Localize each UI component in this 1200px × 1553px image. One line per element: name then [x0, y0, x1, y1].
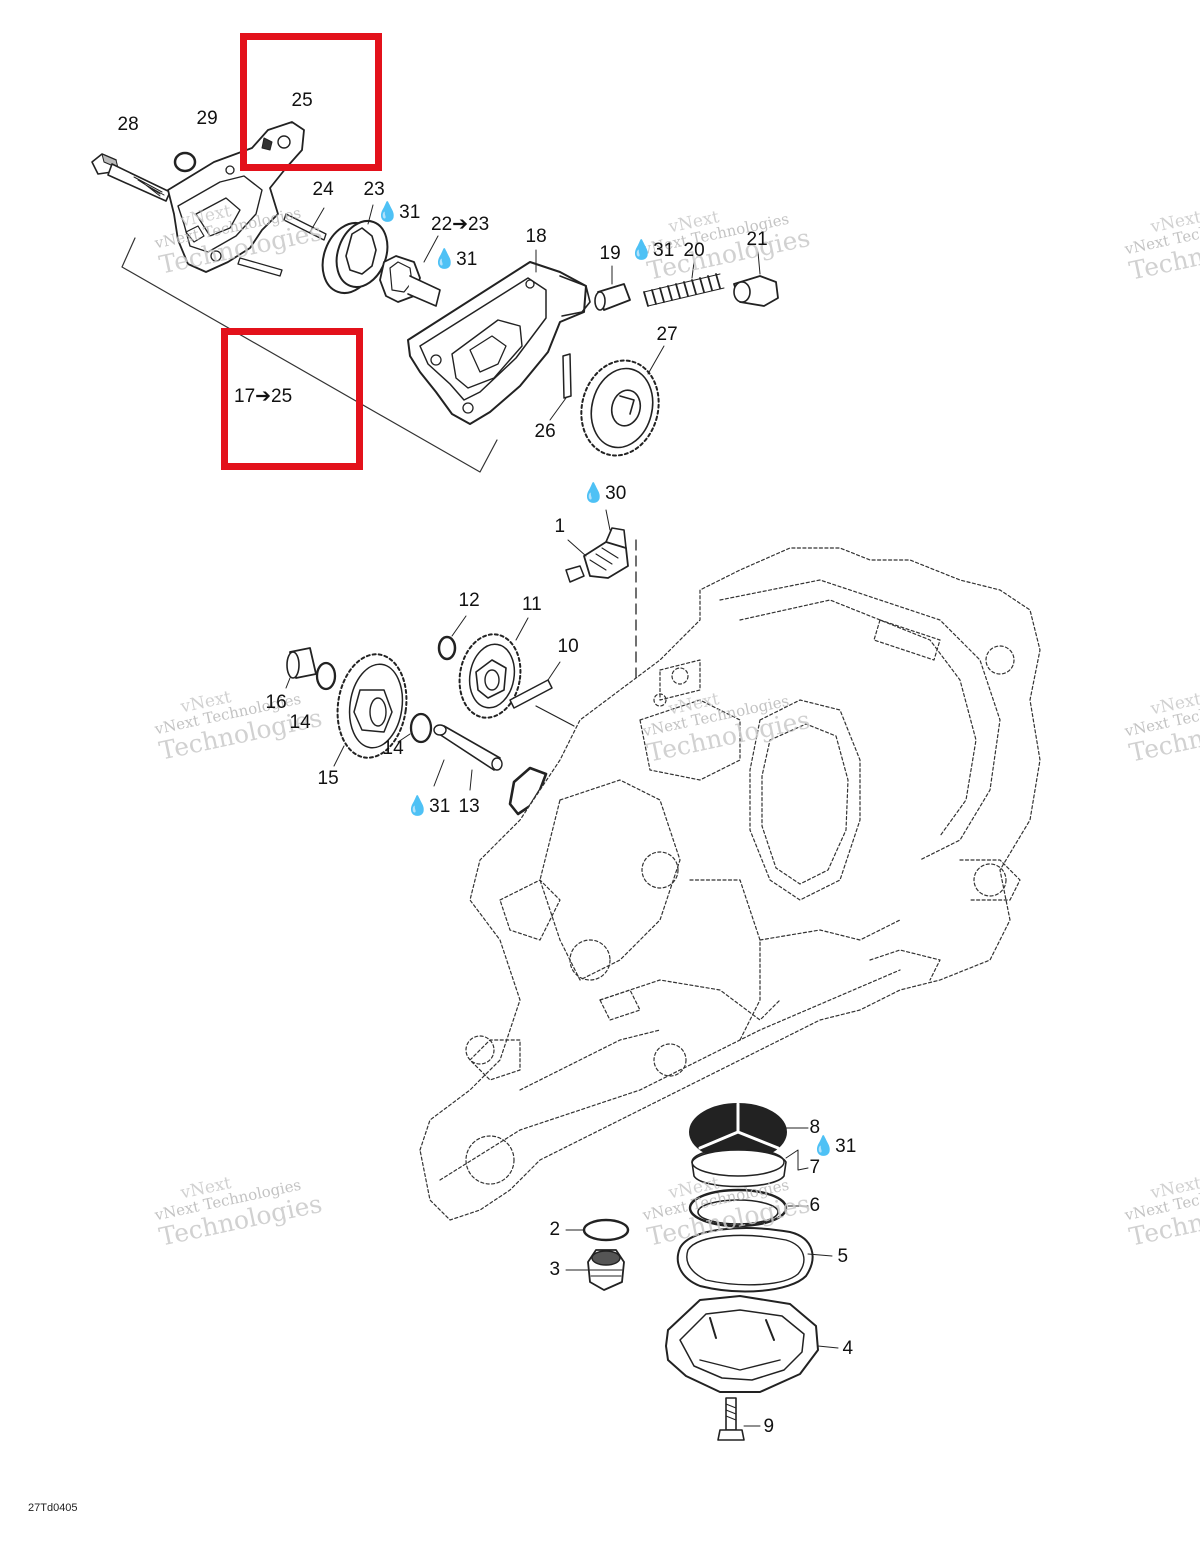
callout-label: 18: [525, 225, 547, 247]
bolt-9: [717, 1397, 761, 1441]
callout-label: 8: [809, 1116, 821, 1138]
callout-label: 3: [549, 1258, 561, 1280]
callout-label: 24: [312, 178, 334, 200]
spring-20: [643, 261, 725, 307]
callout-label: 💧31: [405, 795, 451, 817]
washer-2: [565, 1218, 630, 1242]
callout-label: 💧31: [432, 248, 478, 270]
callout-label: 26: [534, 420, 556, 442]
shaft-13: [433, 724, 503, 791]
callout-label: 16: [265, 691, 287, 713]
callout-label: 💧31: [811, 1135, 857, 1157]
strainer-8: [689, 1102, 809, 1161]
callout-label: 22➔23: [431, 213, 490, 235]
pin-10: [509, 679, 553, 709]
callout-label: 7: [809, 1156, 821, 1178]
callout-label: 10: [557, 635, 579, 657]
inner-rotor-22: [379, 235, 441, 307]
callout-label: 2: [549, 1218, 561, 1240]
callout-label: 9: [763, 1415, 775, 1437]
callout-label: 5: [837, 1245, 849, 1267]
gear-27: [580, 345, 665, 457]
gear-15: [333, 653, 408, 767]
callout-label: 6: [809, 1194, 821, 1216]
highlight-box-part-25: [240, 33, 382, 171]
washer-29: [173, 151, 197, 173]
drain-plug-3: [565, 1249, 625, 1291]
crankcase: [419, 547, 1041, 1221]
pin-26: [562, 353, 572, 399]
callout-label: 12: [458, 589, 480, 611]
callout-label: 29: [196, 107, 218, 129]
callout-label: 27: [656, 323, 678, 345]
callout-label: 14: [382, 737, 404, 759]
bolt-28: [91, 153, 171, 202]
seal-6: [688, 1188, 809, 1228]
callout-label: 1: [554, 515, 566, 537]
callout-label: 13: [458, 795, 480, 817]
drawing-code: 27Td0405: [28, 1502, 78, 1514]
gear-11: [458, 617, 529, 719]
pump-cover-25: [167, 121, 305, 273]
callout-label: 💧31: [375, 201, 421, 223]
callout-label: 28: [117, 113, 139, 135]
ring-7: [691, 1147, 809, 1188]
callout-label: 4: [842, 1337, 854, 1359]
callout-label: 💧31: [629, 239, 675, 261]
plunger-19: [594, 265, 631, 311]
pin-24b: [237, 257, 283, 277]
callout-label: 14: [289, 711, 311, 733]
callout-label: 11: [522, 593, 542, 615]
callout-label: 23: [363, 178, 385, 200]
outer-rotor-23: [321, 204, 389, 294]
cover-4: [665, 1295, 839, 1393]
callout-label: 15: [317, 767, 339, 789]
pump-housing-18: [407, 249, 591, 425]
highlight-box-assembly-17-25: [221, 328, 363, 470]
callout-label: 25: [291, 89, 313, 111]
callout-label: 20: [683, 239, 705, 261]
washer-14a: [315, 661, 337, 691]
gasket-5: [676, 1227, 833, 1293]
callout-label: 💧30: [581, 482, 627, 504]
callout-label: 21: [746, 228, 768, 250]
assembly-bracket: [121, 237, 498, 473]
callout-label: 19: [599, 242, 621, 264]
washer-14b: [409, 712, 433, 744]
callout-label: 17➔25: [234, 385, 293, 407]
sensor-1: [565, 509, 637, 701]
plug-21: [733, 251, 779, 307]
circlip-12: [437, 635, 457, 661]
